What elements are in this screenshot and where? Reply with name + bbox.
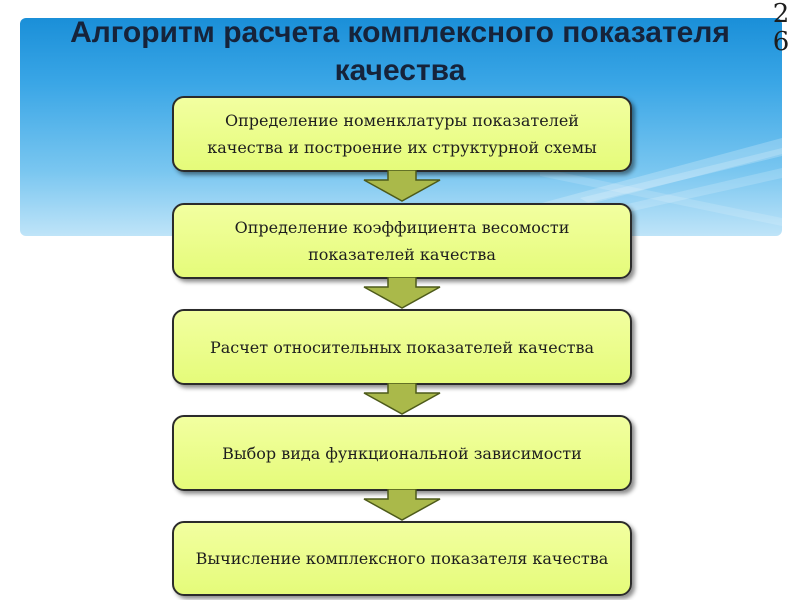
step-box-3: Расчет относительных показателей качеств… bbox=[172, 309, 632, 385]
down-arrow-icon bbox=[363, 383, 441, 415]
step-line-1: Выбор вида функциональной зависимости bbox=[222, 443, 582, 463]
down-arrow-icon bbox=[363, 170, 441, 202]
slide-number-bottom: 6 bbox=[772, 27, 790, 57]
down-arrow-icon bbox=[363, 489, 441, 521]
step-box-5: Вычисление комплексного показателя качес… bbox=[172, 521, 632, 596]
step-line-1: Определение номенклатуры показателей bbox=[225, 111, 579, 130]
step-box-1: Определение номенклатуры показателей кач… bbox=[172, 96, 632, 172]
step-line-1: Расчет относительных показателей качеств… bbox=[209, 337, 595, 357]
slide-number: 2 6 bbox=[766, 0, 796, 56]
step-box-2: Определение коэффициента весомости показ… bbox=[172, 203, 632, 279]
step-text: Определение номенклатуры показателей кач… bbox=[207, 107, 597, 161]
slide-number-top: 2 bbox=[772, 0, 790, 29]
step-line-2: качества и построение их структурной схе… bbox=[207, 138, 597, 157]
step-box-4: Выбор вида функциональной зависимости bbox=[172, 415, 632, 491]
slide-title: Алгоритм расчета комплексного показателя… bbox=[70, 16, 730, 87]
down-arrow-icon bbox=[363, 277, 441, 309]
step-line-1: Определение коэффициента весомости bbox=[234, 218, 570, 237]
step-line-1: Вычисление комплексного показателя качес… bbox=[195, 549, 609, 568]
step-line-2: показателей качества bbox=[308, 245, 496, 264]
step-text: Определение коэффициента весомости показ… bbox=[235, 214, 570, 268]
